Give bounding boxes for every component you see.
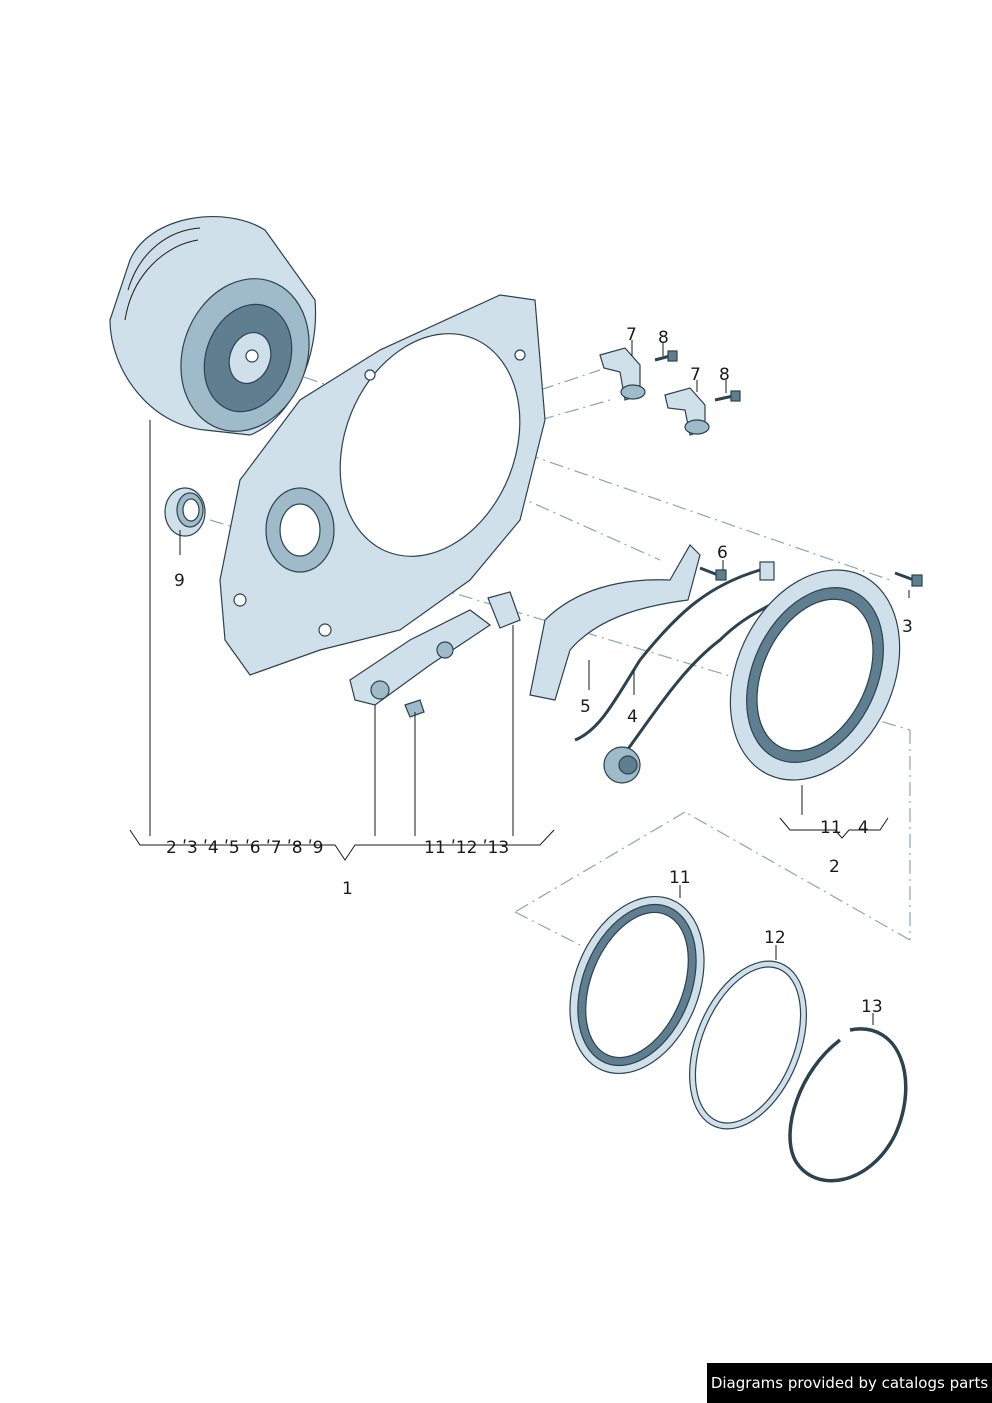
callout-13: 13 [861,997,883,1017]
ring-part-12 [688,960,808,1130]
callout-7b: 7 [690,365,701,385]
callout-12: 12 [764,928,786,948]
callout-8a: 8 [658,328,669,348]
housing-plate [219,294,546,676]
fitting-part-7b [664,387,710,436]
callout-5: 5 [580,697,591,717]
callout-11: 11 [669,868,691,888]
fitting-part-7a [599,347,646,401]
screw-part-6 [699,566,727,581]
group-brace-1 [129,829,555,861]
resolver-assembly-part-2 [729,569,901,781]
callout-7a: 7 [626,325,637,345]
electric-motor [109,216,317,436]
callout-6: 6 [717,543,728,563]
group-brace-2 [779,817,889,839]
cover-part-5 [529,544,701,701]
callout-2: 2 [829,857,840,877]
callout-3: 3 [902,617,913,637]
callout-labels: 7 8 7 8 9 6 3 5 4 11 4 2 2 ʹ3 ʹ4 ʹ5 ʹ6 ʹ… [166,325,913,1017]
screw-part-8b [714,390,741,402]
callout-group-1-right: 11 ʹ12 ʹ13 [424,838,509,858]
callout-group-2-contents: 11 4 [820,818,869,838]
screw-part-3 [894,571,923,587]
bushing-part-9 [164,487,206,537]
callout-8b: 8 [719,365,730,385]
bracket-assembly [349,591,521,718]
screw-part-8a [654,350,678,362]
callout-4: 4 [627,707,638,727]
ring-part-11 [569,895,705,1075]
callout-9: 9 [174,571,185,591]
footer-credit: Diagrams provided by catalogs parts [707,1363,992,1403]
sensor-cable-part-4 [574,561,781,784]
callout-1: 1 [342,879,353,899]
callout-leaders [149,340,910,1025]
circlip-part-13 [788,1027,908,1183]
callout-group-1-left: 2 ʹ3 ʹ4 ʹ5 ʹ6 ʹ7 ʹ8 ʹ9 [166,838,323,858]
